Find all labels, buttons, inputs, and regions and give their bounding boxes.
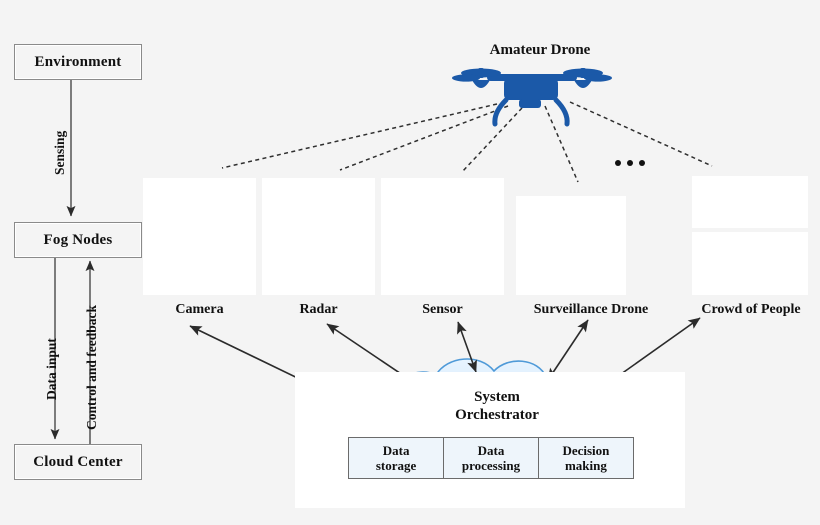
ellipsis-dot-2 xyxy=(627,160,633,166)
cloud-cell-data-processing-line1: Data xyxy=(477,443,505,458)
edge-label-sensing: Sensing xyxy=(52,130,67,175)
cloud-cell-data-storage-line1: Data xyxy=(382,443,410,458)
ellipsis-dot-1 xyxy=(615,160,621,166)
cloud-cell-data-processing-line2: processing xyxy=(461,458,521,473)
cloud-cell-data-storage-line2: storage xyxy=(375,458,417,473)
amateur-drone-graphic xyxy=(452,68,612,127)
device-label-radar: Radar xyxy=(299,302,338,317)
device-label-crowd-of-people: Crowd of People xyxy=(701,302,801,317)
device-image-crowd-bottom xyxy=(692,232,808,295)
edge-label-data-input: Data input xyxy=(44,338,59,400)
cloud-function-cells: Data storage Data processing Decision ma… xyxy=(348,437,635,479)
cloud-title: System Orchestrator xyxy=(412,388,582,424)
node-cloud-center[interactable]: Cloud Center xyxy=(14,444,142,480)
ellipsis-dot-3 xyxy=(639,160,645,166)
device-label-surveillance-drone: Surveillance Drone xyxy=(533,302,649,317)
node-cloud-center-label: Cloud Center xyxy=(33,453,123,470)
device-image-radar xyxy=(262,178,375,295)
cloud-cell-data-storage[interactable]: Data storage xyxy=(348,437,445,479)
ellipsis-icon xyxy=(615,155,645,171)
device-label-sensor: Sensor xyxy=(422,302,463,317)
device-label-camera: Camera xyxy=(175,302,224,317)
node-environment[interactable]: Environment xyxy=(14,44,142,80)
device-image-surveillance-drone xyxy=(516,196,626,295)
amateur-drone-label: Amateur Drone xyxy=(489,42,591,58)
device-image-sensor xyxy=(381,178,504,295)
cloud-cell-decision-making[interactable]: Decision making xyxy=(537,437,635,479)
arrow-surveillance-cloud xyxy=(547,319,589,381)
cloud-title-line1: System xyxy=(474,389,520,405)
device-image-camera xyxy=(143,178,256,295)
edge-label-control-and-feedback: Control and feedback xyxy=(84,304,99,430)
node-environment-label: Environment xyxy=(34,53,122,70)
cloud-title-line2: Orchestrator xyxy=(455,407,539,423)
node-fog-nodes[interactable]: Fog Nodes xyxy=(14,222,142,258)
cloud-cell-data-processing[interactable]: Data processing xyxy=(442,437,540,479)
cloud-cell-decision-making-line1: Decision xyxy=(562,443,610,458)
device-image-crowd-top xyxy=(692,176,808,228)
node-fog-nodes-label: Fog Nodes xyxy=(43,231,113,248)
cloud-cell-decision-making-line2: making xyxy=(564,458,607,473)
arrow-sensor-cloud xyxy=(457,321,477,373)
